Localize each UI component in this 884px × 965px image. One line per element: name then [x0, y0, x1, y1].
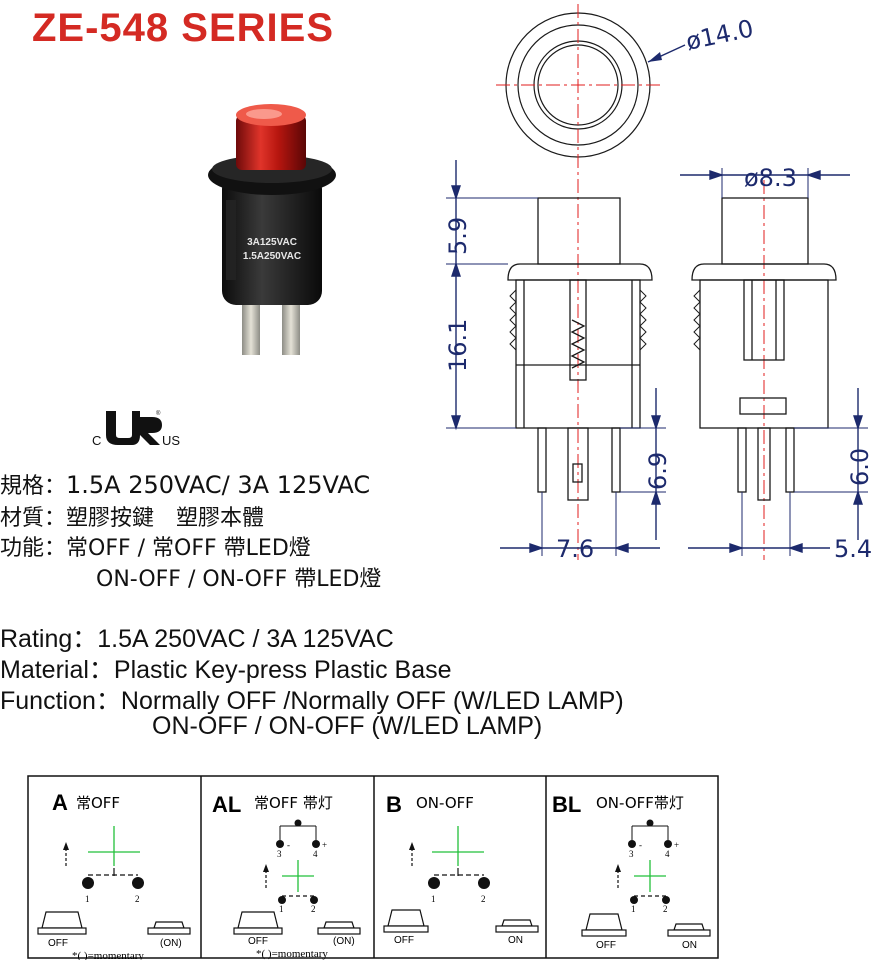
panel-code: A [52, 790, 68, 815]
cn-spec-rating: 規格：1.5A 250VAC/ 3A 125VAC [0, 468, 370, 500]
state-right: (ON) [160, 938, 182, 949]
cert-right: US [162, 433, 180, 448]
panel-bl: BL ON-OFF帯灯 3 4 - + 1 2 OFF ON [552, 792, 711, 951]
panel-b: B ON-OFF 1 2 OFF ON [383, 792, 539, 946]
led-sign: - [639, 840, 642, 850]
technical-drawing: ø14.0 [444, 4, 874, 563]
pin-label: 1 [279, 904, 284, 914]
en-label: Rating： [0, 625, 98, 653]
en-value: 1.5A 250VAC / 3A 125VAC [97, 625, 394, 653]
panel-desc: 常OFF [76, 794, 120, 812]
en-spec-function-2: ON-OFF / ON-OFF (W/LED LAMP) [152, 712, 542, 741]
state-left: OFF [596, 940, 616, 951]
product-photo: 3A125VAC 1.5A250VAC [208, 104, 336, 355]
panel-code: AL [212, 792, 241, 817]
state-right: (ON) [333, 936, 355, 947]
cn-value: 1.5A 250VAC/ 3A 125VAC [66, 471, 371, 499]
body-print-line1: 3A125VAC [247, 237, 297, 248]
dim-pin-front: 6.9 [644, 452, 672, 490]
panel-desc: 常OFF 帯灯 [254, 794, 333, 812]
led-pin: 4 [313, 849, 318, 859]
pin-label: 1 [431, 894, 436, 904]
en-spec-function: Function：Normally OFF /Normally OFF (W/L… [0, 681, 624, 717]
led-pin: 4 [665, 849, 670, 859]
dim-pin-spacing: 7.6 [556, 535, 594, 563]
cn-label: 材質： [0, 506, 67, 531]
en-spec-material: Material：Plastic Key-press Plastic Base [0, 650, 452, 686]
dim-pin-side: 6.0 [846, 448, 874, 486]
panel-desc: ON-OFF [416, 794, 474, 812]
panel-desc: ON-OFF帯灯 [596, 794, 684, 812]
led-pin: 3 [629, 849, 634, 859]
en-value: Normally OFF /Normally OFF (W/LED LAMP) [120, 687, 624, 715]
cn-label: 功能： [0, 536, 67, 561]
state-left: OFF [394, 935, 414, 946]
led-sign: + [674, 840, 679, 850]
cn-spec-function-2: ON-OFF / ON-OFF 帶LED燈 [96, 561, 381, 593]
cert-left: C [92, 433, 101, 448]
dim-top-diameter: ø14.0 [683, 14, 755, 56]
pin-label: 1 [631, 904, 636, 914]
schematic-panels: A 常OFF 1 2 OFF (ON) *( )=momentary AL 常O… [27, 775, 719, 960]
dim-cap-height: 5.9 [444, 217, 472, 255]
panel-code: BL [552, 792, 581, 817]
page-title: ZE-548 SERIES [32, 6, 335, 50]
cn-label: 規格： [0, 474, 67, 499]
panel-a: A 常OFF 1 2 OFF (ON) *( )=momentary [37, 790, 191, 960]
en-label: Function： [0, 687, 121, 715]
pin-label: 2 [663, 904, 668, 914]
svg-text:®: ® [156, 410, 161, 417]
led-sign: - [287, 840, 290, 850]
pin-label: 1 [85, 894, 90, 904]
cn-value: ON-OFF / ON-OFF 帶LED燈 [96, 567, 382, 592]
panel-note: *( )=momentary [72, 950, 144, 960]
cn-value: 常OFF / 常OFF 帶LED燈 [66, 536, 311, 561]
cn-value: 塑膠按鍵 塑膠本體 [66, 506, 265, 531]
pin-label: 2 [135, 894, 140, 904]
en-value: ON-OFF / ON-OFF (W/LED LAMP) [152, 712, 543, 740]
en-spec-rating: Rating：1.5A 250VAC / 3A 125VAC [0, 619, 394, 655]
cn-spec-material: 材質：塑膠按鍵 塑膠本體 [0, 500, 264, 532]
state-left: OFF [248, 936, 268, 947]
en-value: Plastic Key-press Plastic Base [113, 656, 452, 684]
dim-body-height: 16.1 [444, 319, 472, 372]
panel-al: AL 常OFF 帯灯 3 4 - + 1 2 OFF (ON) *( )=mom… [212, 792, 361, 960]
state-right: ON [682, 940, 697, 951]
en-label: Material： [0, 656, 114, 684]
cn-spec-function: 功能：常OFF / 常OFF 帶LED燈 [0, 530, 311, 562]
panel-code: B [386, 792, 402, 817]
state-left: OFF [48, 938, 68, 949]
dim-side-offset: 5.4 [834, 535, 872, 563]
pin-label: 2 [311, 904, 316, 914]
led-pin: 3 [277, 849, 282, 859]
panel-note: *( )=momentary [256, 948, 328, 960]
led-sign: + [322, 840, 327, 850]
pin-label: 2 [481, 894, 486, 904]
ul-mark: C ® US [92, 407, 192, 451]
state-right: ON [508, 935, 523, 946]
body-print-line2: 1.5A250VAC [243, 251, 301, 262]
dim-body-diameter: ø8.3 [744, 164, 797, 192]
